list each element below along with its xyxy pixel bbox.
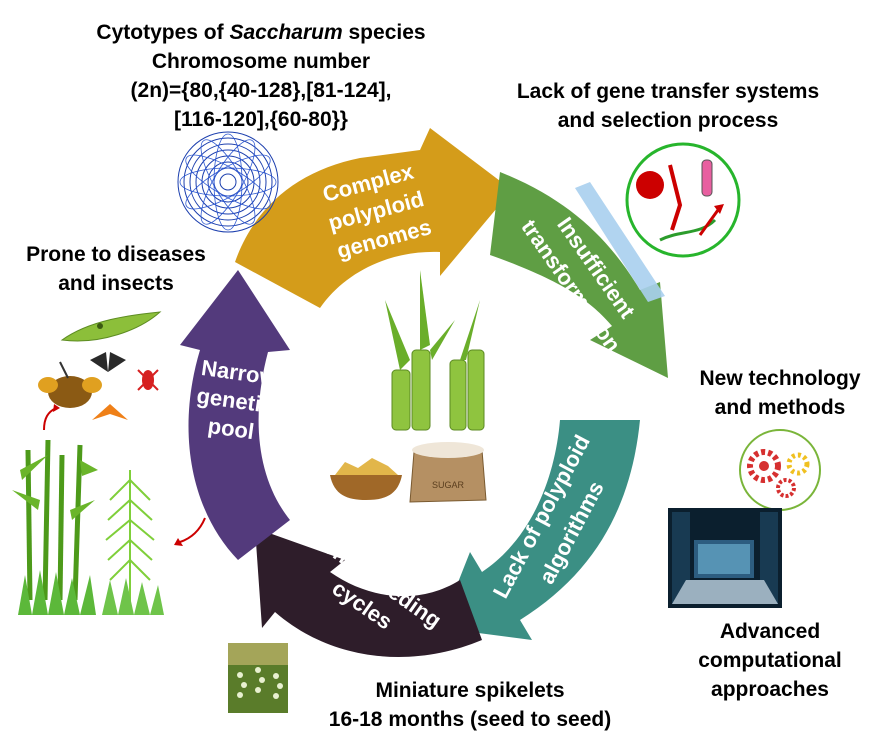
arrow-insufficient-transformation: [490, 172, 668, 378]
chromosome-values-line1: (2n)={80,{40-128},[81-124],: [130, 79, 392, 102]
sugarcane-plants-icon: [12, 439, 206, 615]
cytotypes-label: Cytotypes of Saccharum species Chromosom…: [56, 18, 466, 134]
cytotypes-line1: Cytotypes of Saccharum species: [96, 21, 426, 44]
gene-transfer-icon: [625, 142, 741, 258]
computational-label: Advanced computational approaches: [698, 620, 842, 701]
gears-icon: [739, 429, 821, 511]
diseases-label: Prone to diseases and insects: [26, 243, 206, 295]
arrow-lack-polyploid: [440, 420, 640, 640]
arrow-complex-polyploid: [235, 128, 512, 308]
gene-transfer-label: Lack of gene transfer systems and select…: [516, 80, 820, 132]
sugar-bowl-icon: [330, 475, 402, 500]
chromosome-values-line2: [116-120],{60-80}}: [174, 108, 348, 131]
sugar-sack-label: SUGAR: [432, 480, 465, 490]
chromosome-number-line: Chromosome number: [151, 50, 371, 73]
leaf-icon: [60, 311, 162, 342]
arrow-long-breeding: [255, 528, 482, 657]
spikelets-image: [228, 643, 288, 713]
insects-icon: [38, 352, 159, 431]
new-technology-label: New technology and methods: [699, 367, 861, 419]
arrow-narrow-genetic: [180, 270, 290, 560]
spikelets-label: Miniature spikelets 16-18 months (seed t…: [328, 679, 612, 731]
chromosome-spiral-icon: [177, 131, 279, 233]
arrow-text-narrow: Narrow genetic pool: [195, 355, 279, 444]
light-beam-icon: [575, 182, 665, 302]
computing-image: [668, 508, 782, 608]
sugarcane-center-icon: SUGAR: [330, 270, 487, 503]
